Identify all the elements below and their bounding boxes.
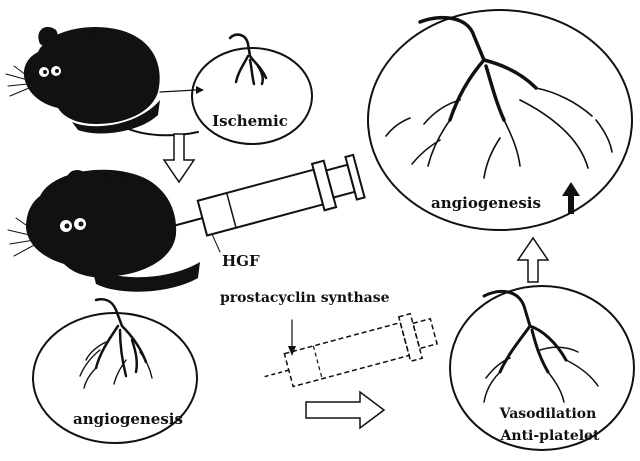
- mouse-icon: [6, 27, 198, 135]
- angiogenesis-left-label: angiogenesis: [73, 410, 183, 428]
- dashed-syringe-icon: [256, 309, 440, 400]
- angiogenesis-right-label: angiogenesis: [431, 194, 541, 212]
- ischemic-limb-panel: Ischemic: [192, 35, 312, 144]
- down-arrow-icon: [164, 134, 194, 182]
- angiogenesis-panel-right: angiogenesis: [368, 10, 632, 230]
- prostacyclin-label: prostacyclin synthase: [220, 290, 390, 306]
- vasodilation-panel: Vasodilation Anti-platelet: [450, 286, 634, 450]
- right-arrow-icon: [306, 392, 384, 428]
- syringe-icon: [169, 153, 365, 249]
- hgf-label: HGF: [222, 252, 260, 270]
- angiogenesis-panel-left: angiogenesis: [33, 299, 197, 443]
- up-arrow-icon: [518, 238, 548, 282]
- ischemic-label: Ischemic: [212, 112, 288, 130]
- mouse-icon-treated: [8, 170, 200, 292]
- antiplatelet-label: Anti-platelet: [500, 428, 600, 444]
- vasodilation-label: Vasodilation: [499, 406, 597, 422]
